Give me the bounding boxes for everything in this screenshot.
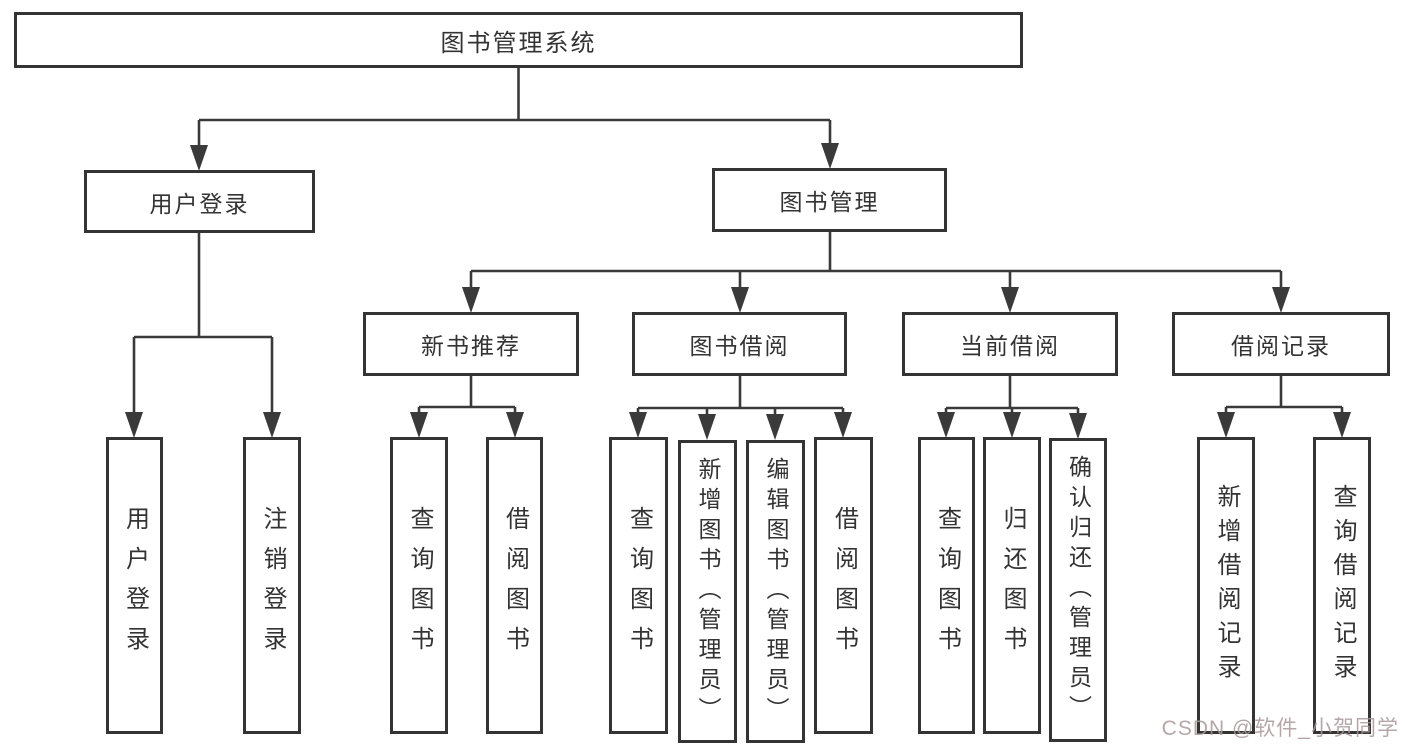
leaf-user-login: 用户登录 — [106, 437, 163, 734]
node-current-borrow: 当前借阅 — [902, 312, 1118, 376]
arrowheads-borrow-records — [1217, 412, 1351, 438]
connector-book-borrow-branch — [636, 376, 845, 417]
node-new-book-recommend: 新书推荐 — [363, 312, 579, 376]
leaf-confirm-return-admin: 确认归还（管理员） — [1049, 438, 1107, 742]
arrowheads-current-borrow — [937, 412, 1087, 439]
arrowheads-user-login — [125, 412, 281, 438]
leaf-borrow-books: 借阅图书 — [814, 437, 873, 734]
connector-root-to-level2 — [197, 68, 832, 150]
leaf-query-books-current: 查询图书 — [918, 437, 975, 734]
node-book-borrow: 图书借阅 — [632, 312, 847, 376]
csdn-watermark: CSDN @软件_小贺同学 — [1161, 717, 1399, 740]
leaf-logout: 注销登录 — [243, 437, 301, 734]
node-book-management: 图书管理 — [712, 168, 947, 232]
arrowheads-new-books — [410, 412, 524, 438]
connector-book-mgmt-branch — [469, 232, 1283, 292]
leaf-query-books-borrow: 查询图书 — [609, 437, 668, 734]
connector-current-borrow-branch — [944, 376, 1080, 417]
leaf-borrow-books-recommend: 借阅图书 — [486, 437, 543, 734]
node-user-login: 用户登录 — [84, 170, 315, 233]
arrowheads-level2 — [190, 143, 839, 171]
node-borrow-records: 借阅记录 — [1172, 312, 1390, 376]
connector-new-books-branch — [417, 376, 517, 417]
node-root-system: 图书管理系统 — [14, 12, 1023, 68]
arrowheads-level3 — [462, 287, 1290, 313]
leaf-edit-book-admin: 编辑图书（管理员） — [746, 440, 805, 743]
leaf-query-borrow-record: 查询借阅记录 — [1313, 437, 1371, 734]
connector-user-login-branch — [132, 233, 274, 417]
leaf-add-borrow-record: 新增借阅记录 — [1197, 437, 1255, 734]
leaf-query-books-recommend: 查询图书 — [390, 437, 448, 734]
connector-borrow-records-branch — [1224, 376, 1344, 417]
leaf-return-book: 归还图书 — [983, 437, 1041, 734]
arrowheads-book-borrow — [629, 412, 852, 440]
leaf-add-book-admin: 新增图书（管理员） — [678, 440, 737, 743]
